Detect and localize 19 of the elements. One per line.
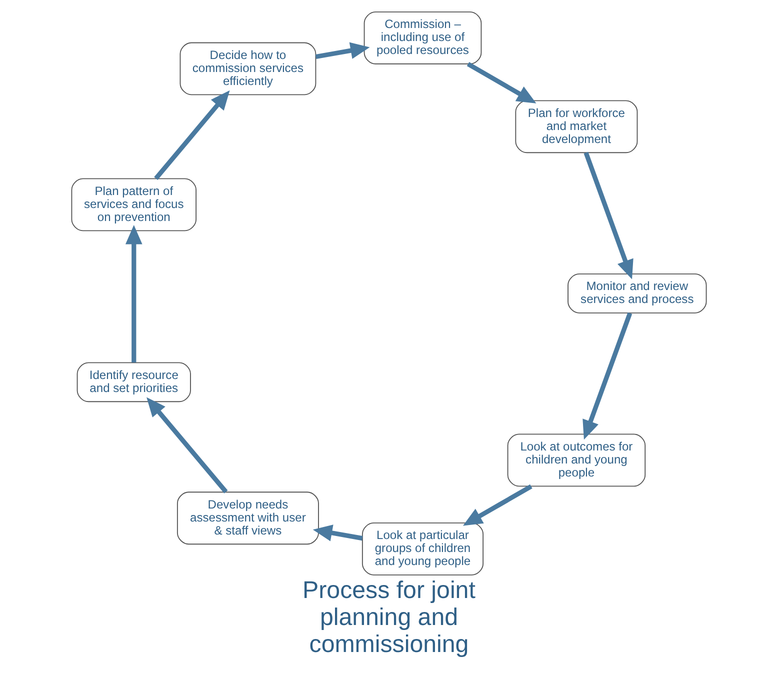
arrow [462,484,532,526]
arrow [582,312,632,440]
arrow [146,397,228,494]
arrow [466,62,536,104]
arrow [584,152,634,280]
diagram-title: Process for joint planning and commissioning [302,576,476,658]
node-box: Plan pattern of services and focus on prevention [71,178,197,232]
node-box: Decide how to commission services efficiently [180,42,316,96]
node-box: Develop needs assessment with user & staff views [176,492,319,545]
node-box: Commission – including use of pooled resources [364,11,482,64]
arrow [125,224,142,362]
node-box: Monitor and review services and process [568,273,707,314]
arrow [312,524,363,542]
arrow [315,42,370,60]
node-box: Look at outcomes for children and young people [507,434,646,487]
node-box: Look at particular groups of children and young people [362,522,484,576]
node-box: Plan for workforce and market development [515,100,638,154]
arrow [154,90,230,180]
node-box: Identify resource and set priorities [76,362,191,402]
